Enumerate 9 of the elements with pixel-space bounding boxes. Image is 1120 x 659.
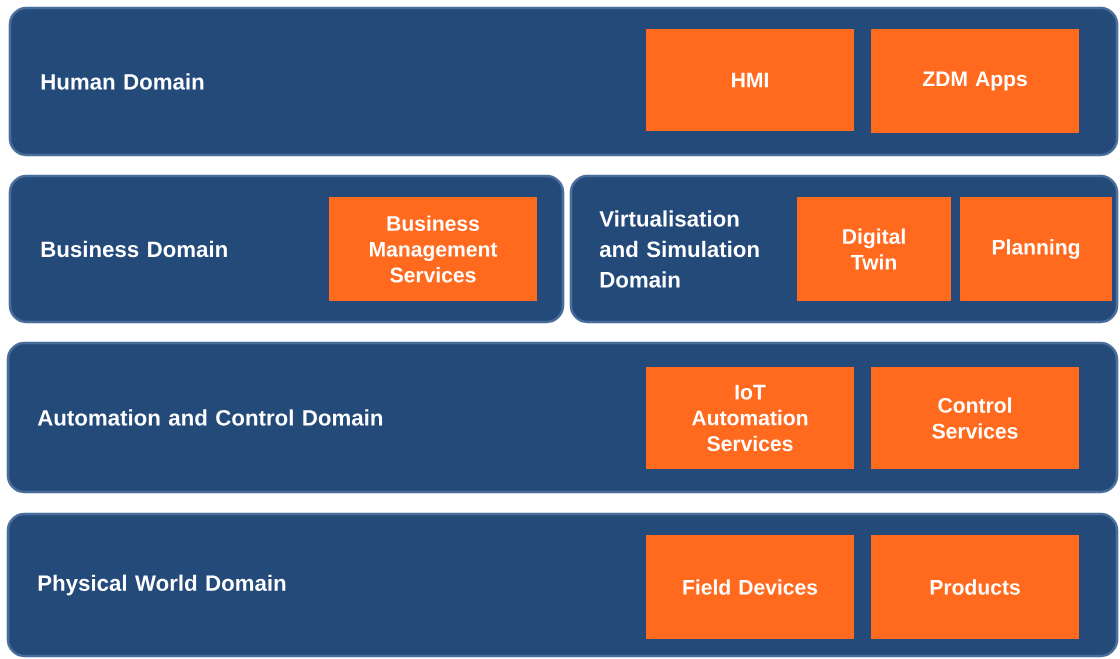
service-box: HMI (646, 29, 854, 131)
service-box: Field Devices (646, 535, 854, 639)
service-box: Planning (960, 197, 1112, 301)
service-box: ZDM Apps (871, 29, 1079, 133)
service-box: Business Management Services (329, 197, 537, 301)
service-box: Control Services (871, 367, 1079, 469)
service-box: Digital Twin (797, 197, 951, 301)
service-box: Products (871, 535, 1079, 639)
service-box: IoT Automation Services (646, 367, 854, 469)
